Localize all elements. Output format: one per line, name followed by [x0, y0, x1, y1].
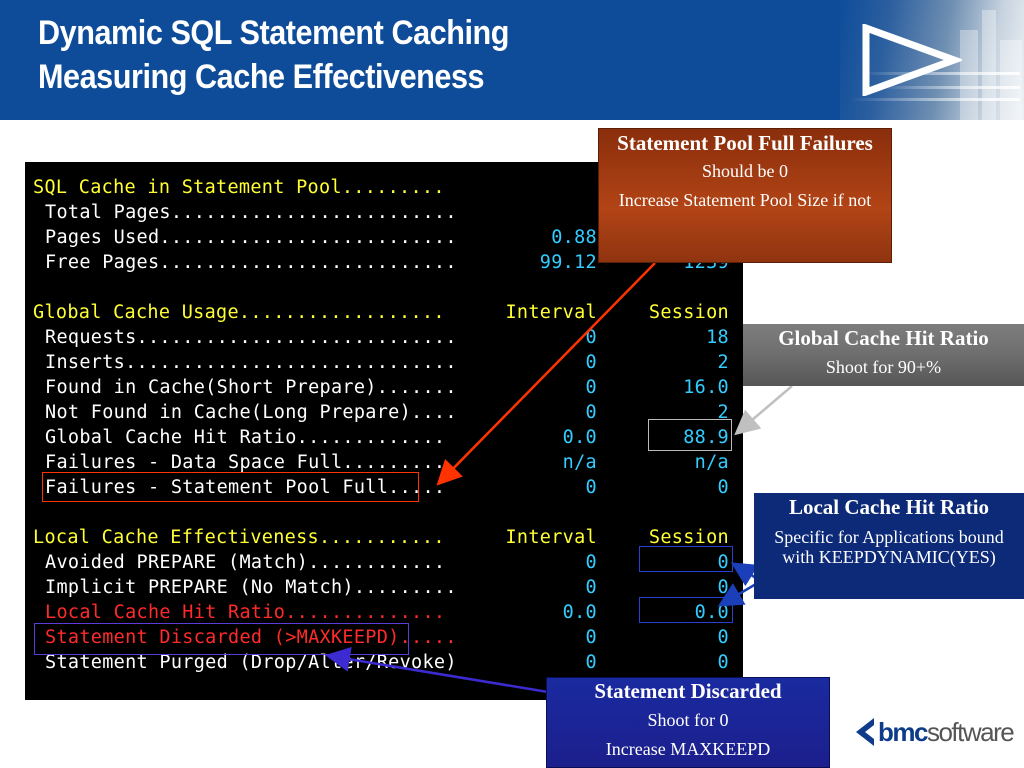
pool-row-label: Total Pages......................... [45, 202, 457, 223]
callout-statement-discarded: Statement Discarded Shoot for 0 Increase… [546, 677, 830, 768]
arrow-pool-full [436, 262, 656, 486]
callout-text: Shoot for 0 [647, 710, 729, 730]
bmc-software-logo: bmcsoftware [852, 715, 1015, 749]
local-row-session: 0 [717, 652, 729, 673]
global-row-interval: 0 [585, 327, 597, 348]
local-col-interval: Interval [505, 527, 597, 548]
slide-header: Dynamic SQL Statement Caching Measuring … [0, 0, 1024, 120]
global-col-interval: Interval [505, 302, 597, 323]
callout-title: Global Cache Hit Ratio [778, 326, 989, 350]
arrow-global-hit [734, 385, 793, 436]
local-row-interval: 0 [585, 627, 597, 648]
logo-text-bold: bmc [878, 717, 928, 747]
logo-text-rest: software [926, 717, 1015, 747]
global-row-label: Global Cache Hit Ratio............. [45, 427, 446, 448]
global-row-label: Not Found in Cache(Long Prepare).... [45, 402, 457, 423]
slide-title-line2: Measuring Cache Effectiveness [38, 58, 485, 96]
highlight-box-discarded [34, 623, 409, 655]
global-row-label: Failures - Data Space Full......... [45, 452, 446, 473]
callout-global-cache-hit-ratio: Global Cache Hit Ratio Shoot for 90+% [743, 324, 1024, 386]
bmc-arrow-icon [856, 718, 874, 746]
pool-row-label: Pages Used.......................... [45, 227, 457, 248]
highlight-box-avoided [639, 546, 733, 572]
global-row-interval: 0 [585, 402, 597, 423]
global-row-label: Found in Cache(Short Prepare)....... [45, 377, 457, 398]
global-row-session: 0 [717, 477, 729, 498]
local-row-label-highlight: Statement Discarded (>MAXKEEPD)..... [45, 627, 457, 648]
global-row-interval: 0.0 [562, 427, 597, 448]
local-row-session: 0.0 [694, 602, 729, 623]
highlight-box-global-hit [648, 419, 732, 451]
global-row-label: Inserts............................. [45, 352, 457, 373]
global-col-session: Session [648, 302, 729, 323]
local-row-interval: 0 [585, 577, 597, 598]
global-row-session: 2 [717, 402, 729, 423]
pool-row-label: Free Pages.......................... [45, 252, 457, 273]
global-row-session: 16.0 [683, 377, 729, 398]
callout-text: Increase MAXKEEPD [605, 739, 771, 759]
slide-title-line1: Dynamic SQL Statement Caching [38, 14, 510, 52]
arrow-local-avoided [730, 562, 759, 587]
global-row-label: Failures - Statement Pool Full..... [45, 477, 446, 498]
pool-row-value: 0.88 [551, 227, 597, 248]
highlight-box-pool-full [42, 472, 419, 502]
callout-title: Local Cache Hit Ratio [788, 495, 990, 519]
global-row-session: n/a [694, 452, 729, 473]
local-row-label: Avoided PREPARE (Match)............ [45, 552, 446, 573]
local-row-interval: 0 [585, 552, 597, 573]
local-row-session: 0 [717, 552, 729, 573]
arrow-discarded [325, 646, 549, 694]
local-row-interval: 0.0 [562, 602, 597, 623]
callout-title: Statement Pool Full Failures [617, 131, 873, 155]
pool-row-value: 99.12 [539, 252, 597, 273]
callout-statement-pool-full: Statement Pool Full Failures Should be 0… [598, 128, 892, 263]
callout-local-cache-hit-ratio: Local Cache Hit Ratio Specific for Appli… [754, 493, 1024, 599]
global-row-interval: 0 [585, 477, 597, 498]
header-decoration-image [840, 0, 1024, 120]
arrow-local-hit [717, 582, 757, 607]
global-row-interval: 0 [585, 352, 597, 373]
local-row-interval: 0 [585, 652, 597, 673]
local-row-session: 0 [717, 627, 729, 648]
local-row-label-highlight: Local Cache Hit Ratio.............. [45, 602, 446, 623]
play-triangle-icon [862, 24, 962, 96]
callout-text: Specific for Applications bound with KEE… [774, 527, 1004, 567]
callout-text: Increase Statement Pool Size if not [618, 190, 872, 210]
local-section-title: Local Cache Effectiveness........... [33, 527, 445, 548]
global-row-interval: n/a [562, 452, 597, 473]
global-row-interval: 0 [585, 377, 597, 398]
pool-section-title: SQL Cache in Statement Pool......... [33, 177, 445, 198]
global-row-session: 18 [706, 327, 729, 348]
callout-text: Shoot for 90+% [825, 357, 942, 377]
callout-title: Statement Discarded [594, 679, 782, 703]
global-row-session: 2 [717, 352, 729, 373]
highlight-box-local-hit [639, 597, 733, 623]
local-col-session: Session [648, 527, 729, 548]
global-row-label: Requests............................ [45, 327, 457, 348]
callout-text: Should be 0 [701, 161, 788, 181]
global-row-session: 88.9 [683, 427, 729, 448]
local-row-label: Implicit PREPARE (No Match)......... [45, 577, 457, 598]
global-section-title: Global Cache Usage.................. [33, 302, 445, 323]
